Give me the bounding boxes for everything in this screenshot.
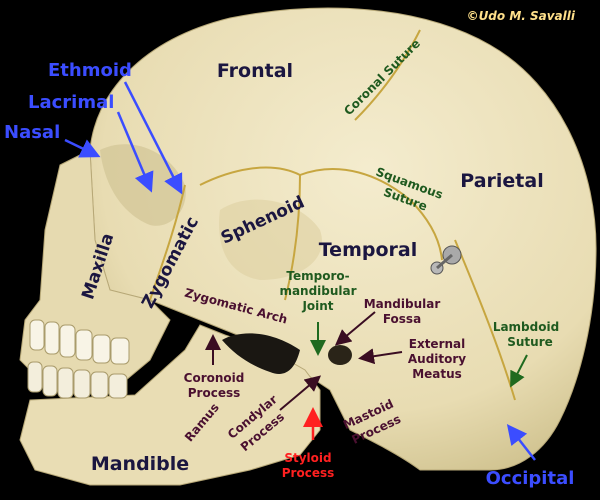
- sphenoid-suture-line: [199, 166, 302, 301]
- cranium-shape: [89, 7, 597, 471]
- coronal-suture-line: [354, 29, 421, 121]
- external-auditory-meatus-hole: [328, 345, 352, 365]
- suture-lines: [149, 29, 516, 401]
- zygomatic-suture-line: [149, 184, 186, 301]
- label-mandible: Mandible: [91, 453, 189, 475]
- credit-text: ©Udo M. Savalli: [467, 9, 576, 23]
- condylar-pointer: [279, 375, 322, 411]
- label-ethmoid: Ethmoid: [48, 60, 132, 81]
- temporal-fossa-shadow: [219, 199, 322, 280]
- label-lambdoid-suture-1: Lambdoid: [493, 320, 559, 334]
- label-styloid-1: Styloid: [284, 451, 331, 465]
- label-frontal: Frontal: [217, 60, 293, 82]
- label-eam-1: External: [409, 337, 465, 351]
- label-eam-2: Auditory: [408, 352, 466, 366]
- blue-pointers: [64, 81, 536, 461]
- screw-icon: [430, 245, 462, 275]
- lambdoid-pointer: [510, 354, 528, 388]
- label-coronoid-1: Coronoid: [184, 371, 245, 385]
- ethmoid-pointer: [123, 81, 183, 195]
- lambdoid-suture-line: [454, 239, 516, 401]
- label-occipital: Occipital: [486, 468, 575, 489]
- nasal-pointer: [64, 138, 101, 158]
- lower-teeth: [27, 361, 128, 399]
- dark-pointers: [205, 311, 403, 411]
- label-nasal: Nasal: [4, 122, 60, 143]
- upper-teeth: [29, 319, 130, 365]
- label-eam-3: Meatus: [412, 367, 462, 381]
- label-lambdoid-suture-2: Suture: [507, 335, 553, 349]
- label-temporal: Temporal: [319, 239, 417, 261]
- label-tmj-2: mandibular: [279, 284, 356, 298]
- label-coronoid-2: Process: [188, 386, 241, 400]
- green-pointers: [310, 322, 528, 388]
- label-parietal: Parietal: [460, 170, 543, 192]
- label-tmj-1: Temporo-: [286, 269, 349, 283]
- label-tmj-3: Joint: [301, 299, 333, 313]
- mandibular-notch: [222, 333, 300, 374]
- label-styloid-2: Process: [282, 466, 335, 480]
- label-lacrimal: Lacrimal: [28, 92, 114, 113]
- label-mandibular-fossa-2: Fossa: [383, 312, 421, 326]
- eam-pointer: [358, 348, 403, 365]
- squamous-suture-line: [299, 168, 443, 261]
- mandibular-fossa-pointer: [334, 311, 376, 346]
- label-mandibular-fossa-1: Mandibular: [364, 297, 441, 311]
- lacrimal-pointer: [116, 111, 154, 193]
- occipital-pointer: [506, 424, 536, 461]
